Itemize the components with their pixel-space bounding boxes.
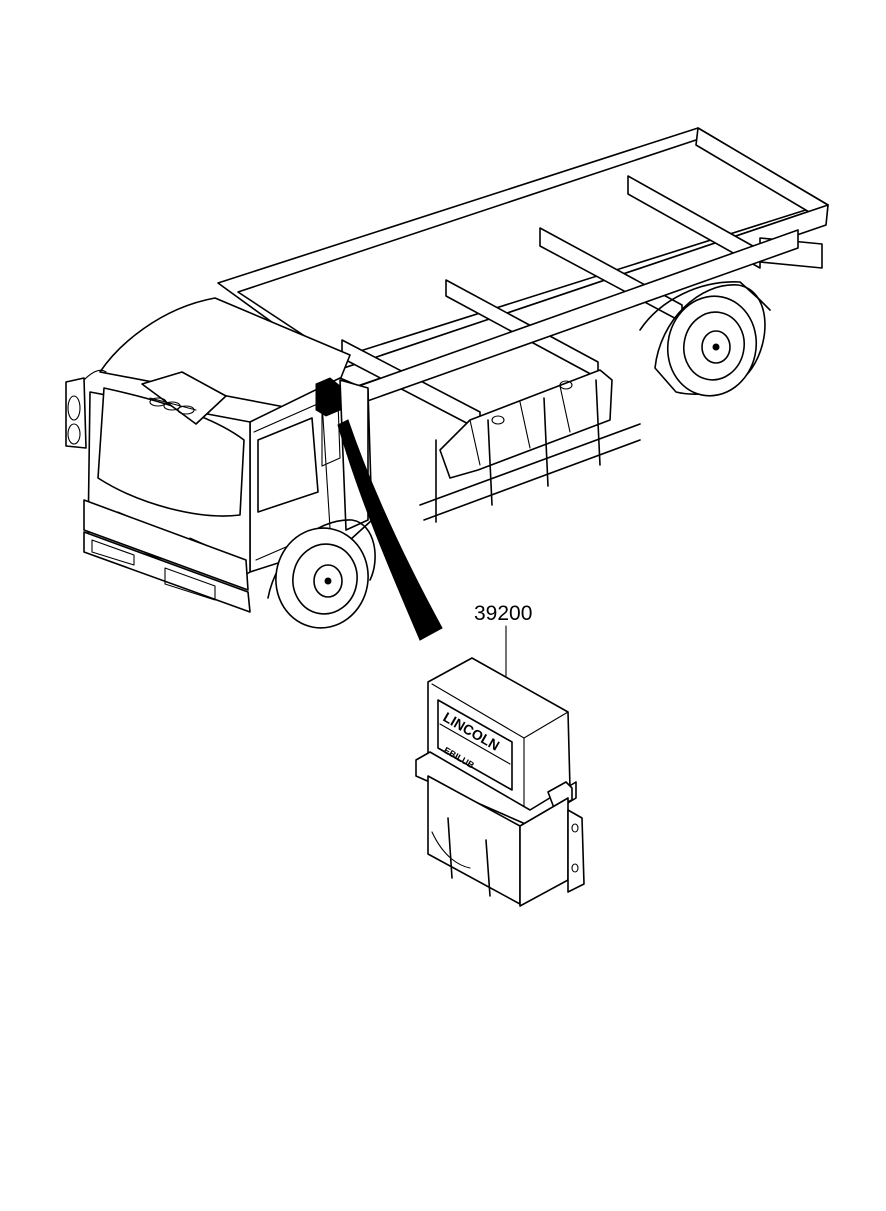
chassis-frame <box>217 127 829 431</box>
fuel-tank-assembly <box>419 369 641 523</box>
truck-cab <box>65 297 373 613</box>
mount-location-marker <box>315 377 443 641</box>
part-number-label: 39200 <box>474 602 532 625</box>
rear-wheel <box>639 281 771 397</box>
front-wheel <box>267 519 376 629</box>
lubrication-control-unit <box>415 657 585 907</box>
